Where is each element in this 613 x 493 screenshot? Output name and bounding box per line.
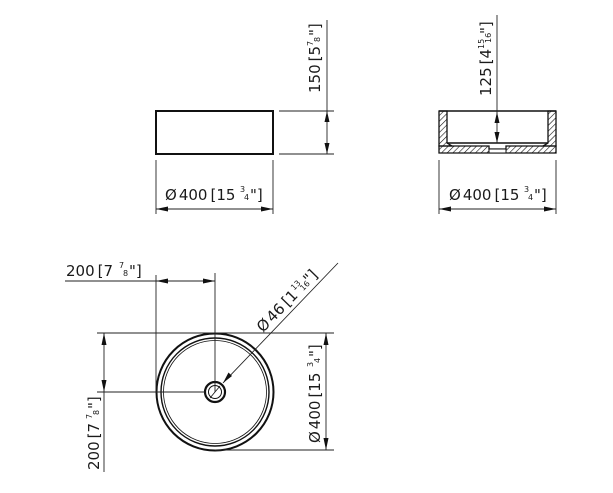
- svg-text:7: 7: [119, 261, 124, 270]
- svg-text:8: 8: [92, 410, 101, 415]
- svg-text:4: 4: [528, 193, 533, 202]
- svg-text:"]: "]: [306, 344, 324, 357]
- svg-text:Ø400[15: Ø400[15: [306, 373, 324, 443]
- svg-text:3: 3: [240, 185, 245, 194]
- svg-text:"]: "]: [250, 186, 263, 204]
- svg-text:"]: "]: [306, 23, 324, 36]
- svg-text:8: 8: [313, 37, 322, 42]
- svg-text:Ø400[15: Ø400[15: [165, 186, 235, 204]
- svg-text:4: 4: [244, 193, 249, 202]
- svg-text:8: 8: [123, 269, 128, 278]
- basin-side-outline: [155, 110, 274, 155]
- svg-text:7: 7: [85, 414, 94, 419]
- drain-dimension-label: Ø46[1 13 16 "]: [253, 266, 321, 336]
- offset-x-dimension-label: 200[7 7 8 "]: [66, 261, 142, 280]
- offset-y-dimension-label: 200[7 7 8 "]: [85, 396, 103, 470]
- svg-text:15: 15: [477, 39, 486, 49]
- svg-text:Ø400[15: Ø400[15: [449, 186, 519, 204]
- svg-text:4: 4: [313, 358, 322, 363]
- height-dimension-label: 150[5 7 8 "]: [306, 23, 324, 93]
- top-view: 200[7 7 8 "] 200[7 7 8 "] Ø400[15 3 4 "]: [65, 261, 339, 472]
- svg-text:16: 16: [484, 33, 493, 43]
- svg-text:125[4: 125[4: [477, 49, 495, 96]
- svg-text:200[7: 200[7: [66, 262, 113, 280]
- depth-dimension-label: 125[4 15 16 "]: [477, 21, 495, 96]
- svg-text:"]: "]: [477, 21, 495, 34]
- svg-text:3: 3: [524, 185, 529, 194]
- svg-text:"]: "]: [534, 186, 547, 204]
- svg-text:Ø46[1: Ø46[1: [253, 286, 302, 335]
- diameter-dimension-label: Ø400[15 3 4 "]: [306, 344, 324, 443]
- drain-leader-line: [222, 262, 339, 384]
- svg-text:3: 3: [306, 362, 315, 367]
- svg-text:7: 7: [306, 41, 315, 46]
- svg-text:"]: "]: [85, 396, 103, 409]
- svg-text:150[5: 150[5: [306, 46, 324, 93]
- svg-text:"]: "]: [129, 262, 142, 280]
- svg-text:200[7: 200[7: [85, 423, 103, 470]
